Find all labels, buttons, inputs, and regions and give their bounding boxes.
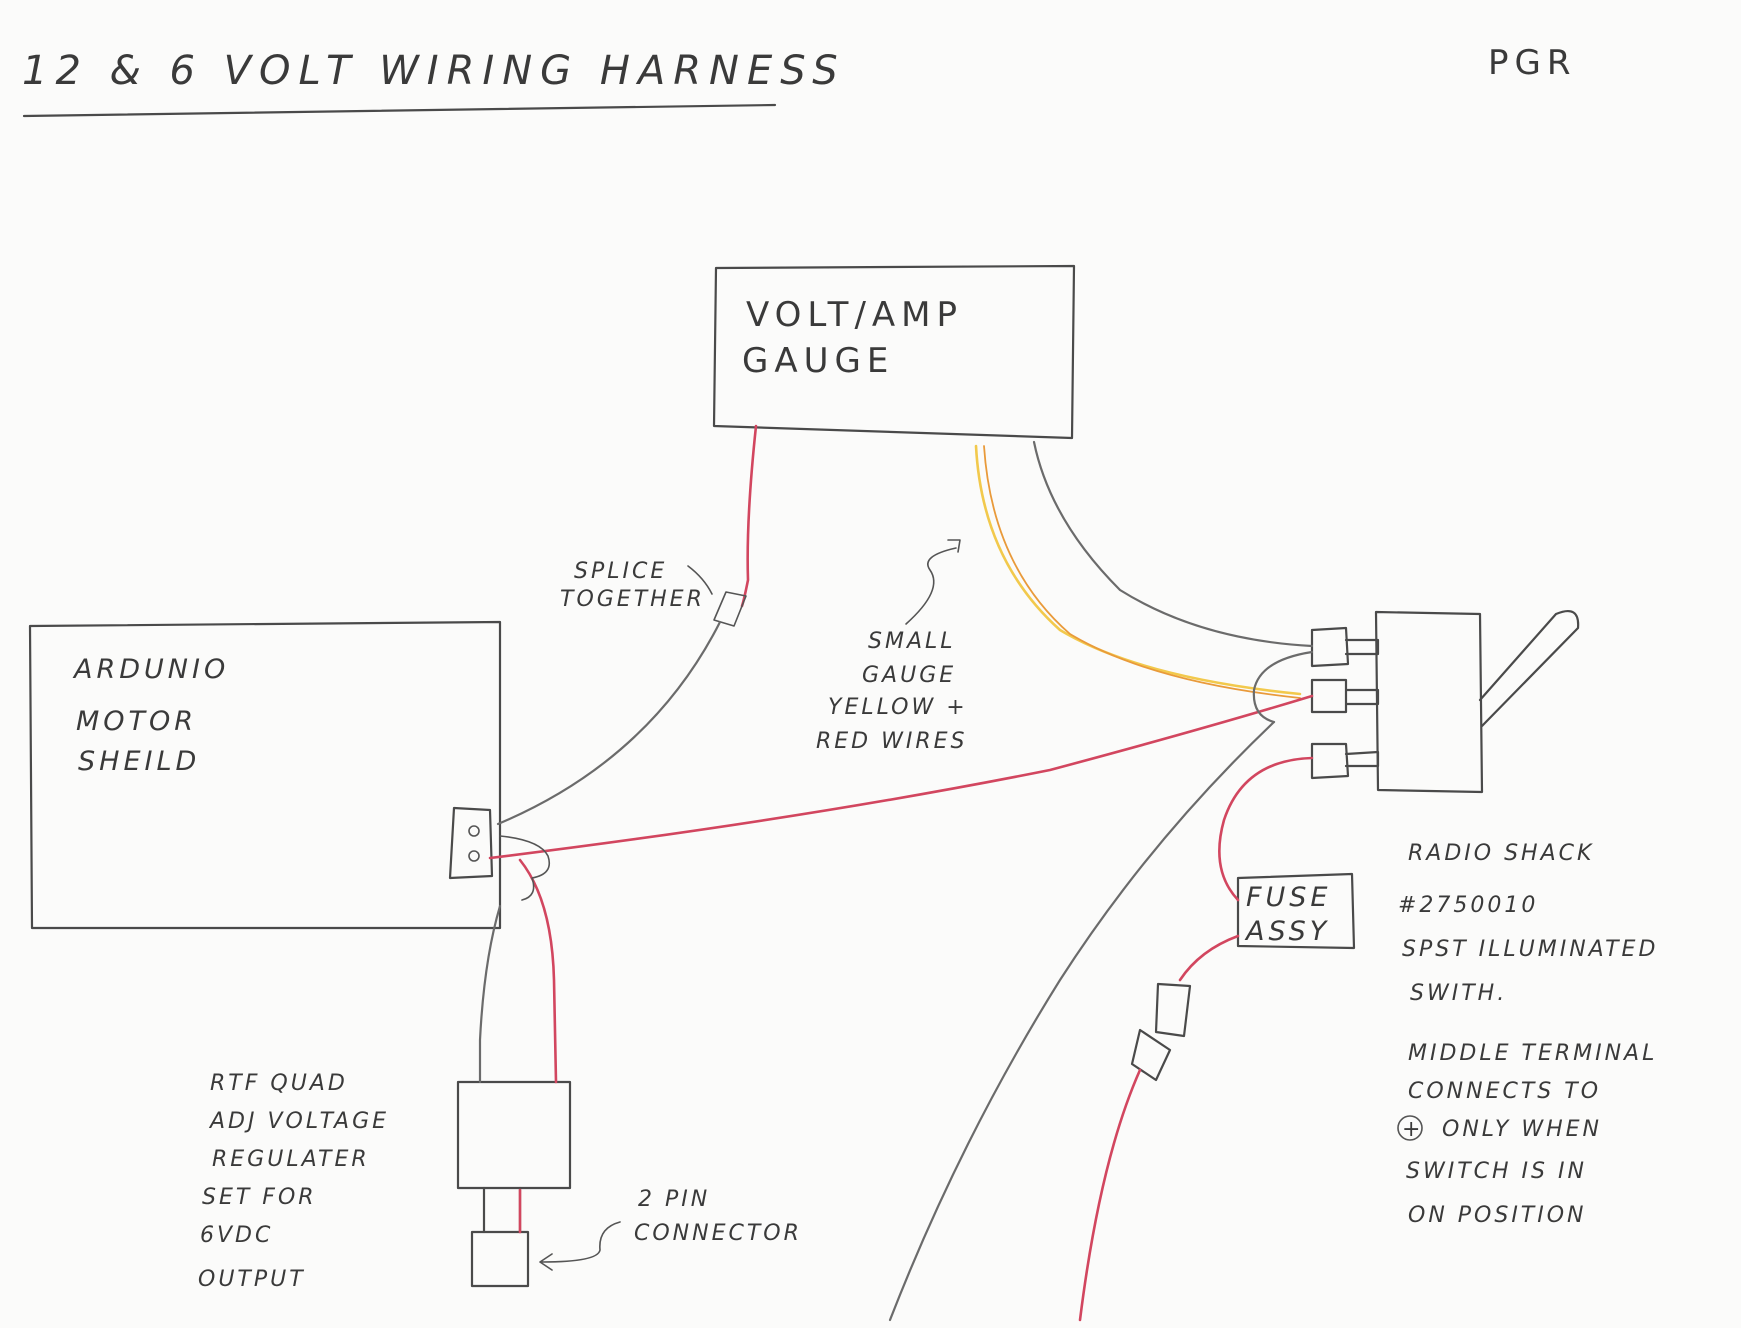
terminal-jumper-loop bbox=[1252, 650, 1314, 724]
connector-pointer bbox=[539, 1221, 621, 1271]
shield-to-regulator-red bbox=[518, 858, 558, 1084]
inline-connector bbox=[1130, 982, 1192, 1082]
gauge-red-lead bbox=[740, 424, 758, 608]
arduino-label-line-2: MOTOR bbox=[76, 706, 197, 737]
connector-note-line-1: 2 PIN bbox=[638, 1187, 710, 1212]
splice-note-line-2: TOGETHER bbox=[560, 587, 705, 612]
splice-sleeve bbox=[713, 591, 747, 627]
regulator-note-line-4: SET FOR bbox=[202, 1185, 317, 1210]
fuse-assembly: FUSE ASSY bbox=[1236, 872, 1356, 950]
splice-note-line-1: SPLICE bbox=[574, 559, 667, 584]
switch-note-line-2: #2750010 bbox=[1398, 893, 1538, 918]
small-gauge-note-line-1: SMALL bbox=[868, 629, 956, 654]
splice-pointer bbox=[687, 565, 713, 595]
gauge-label-line-1: VOLT/AMP bbox=[746, 295, 963, 335]
middle-terminal-note-line-3: ONLY WHEN bbox=[1442, 1117, 1602, 1142]
small-gauge-pointer bbox=[905, 539, 961, 625]
switch-note-line-3: SPST ILLUMINATED bbox=[1402, 937, 1658, 962]
small-gauge-note-line-3: YELLOW + bbox=[828, 695, 968, 720]
switch-terminal-top bbox=[1310, 626, 1380, 668]
regulator-note-line-6: OUTPUT bbox=[198, 1267, 306, 1292]
two-pin-connector bbox=[470, 1230, 530, 1288]
title-underline bbox=[22, 103, 777, 118]
volt-amp-gauge: VOLT/AMP GAUGE bbox=[712, 264, 1076, 440]
voltage-regulator-box bbox=[456, 1080, 572, 1190]
small-gauge-yellow-wire bbox=[974, 444, 1302, 696]
terminal-screw-top bbox=[468, 825, 480, 837]
fuse-label-line-2: ASSY bbox=[1244, 916, 1330, 947]
small-gauge-note-line-2: GAUGE bbox=[862, 663, 956, 688]
regulator-note-line-1: RTF QUAD bbox=[210, 1071, 348, 1096]
connector-to-bottom-red bbox=[1078, 1068, 1142, 1322]
gauge-label-line-2: GAUGE bbox=[742, 341, 894, 381]
terminal-screw-bottom bbox=[468, 850, 480, 862]
small-gauge-note-line-4: RED WIRES bbox=[816, 729, 968, 754]
diagram-title: 12 & 6 VOLT WIRING HARNESS bbox=[22, 48, 846, 94]
switch-toggle-lever bbox=[1478, 610, 1580, 728]
switch-note-line-1: RADIO SHACK bbox=[1408, 841, 1594, 866]
splice-to-shield-wire bbox=[496, 620, 722, 826]
plus-symbol: + bbox=[1402, 1117, 1420, 1142]
regulator-note-line-2: ADJ VOLTAGE bbox=[208, 1109, 389, 1134]
spst-illuminated-switch bbox=[1310, 610, 1580, 794]
author-initials: PGR bbox=[1488, 43, 1576, 83]
small-gauge-orange-wire bbox=[983, 445, 1301, 699]
bottom-terminal-to-fuse-red bbox=[1218, 756, 1314, 902]
regulator-note-line-3: REGULATER bbox=[212, 1147, 370, 1172]
middle-terminal-note-line-4: SWITCH IS IN bbox=[1406, 1159, 1587, 1184]
switch-terminal-bottom bbox=[1310, 742, 1380, 780]
fuse-to-connector-red bbox=[1178, 934, 1240, 982]
middle-terminal-note-line-5: ON POSITION bbox=[1408, 1203, 1587, 1228]
ground-wire-to-bottom bbox=[888, 720, 1276, 1322]
arduino-label-line-1: ARDUNIO bbox=[72, 654, 229, 685]
middle-terminal-note-line-1: MIDDLE TERMINAL bbox=[1408, 1041, 1657, 1066]
shield-to-middle-terminal-red-wire bbox=[488, 694, 1314, 860]
plus-symbol-circle bbox=[1397, 1115, 1423, 1141]
arduino-motor-shield: ARDUNIO MOTOR SHEILD bbox=[28, 620, 502, 930]
switch-terminal-middle bbox=[1310, 678, 1380, 714]
gauge-to-top-terminal-wire bbox=[1032, 440, 1314, 648]
regulator-leads bbox=[482, 1186, 522, 1234]
connector-note-line-2: CONNECTOR bbox=[634, 1221, 802, 1246]
regulator-note-line-5: 6VDC bbox=[200, 1223, 273, 1248]
middle-terminal-note-line-2: CONNECTS TO bbox=[1408, 1079, 1601, 1104]
shield-to-regulator-black bbox=[478, 904, 502, 1084]
shield-terminal-block bbox=[448, 806, 494, 880]
arduino-label-line-3: SHEILD bbox=[78, 746, 200, 777]
fuse-label-line-1: FUSE bbox=[1246, 882, 1332, 913]
switch-note-line-4: SWITH. bbox=[1410, 981, 1507, 1006]
switch-body bbox=[1374, 610, 1484, 794]
shield-wire-bend bbox=[499, 835, 551, 901]
